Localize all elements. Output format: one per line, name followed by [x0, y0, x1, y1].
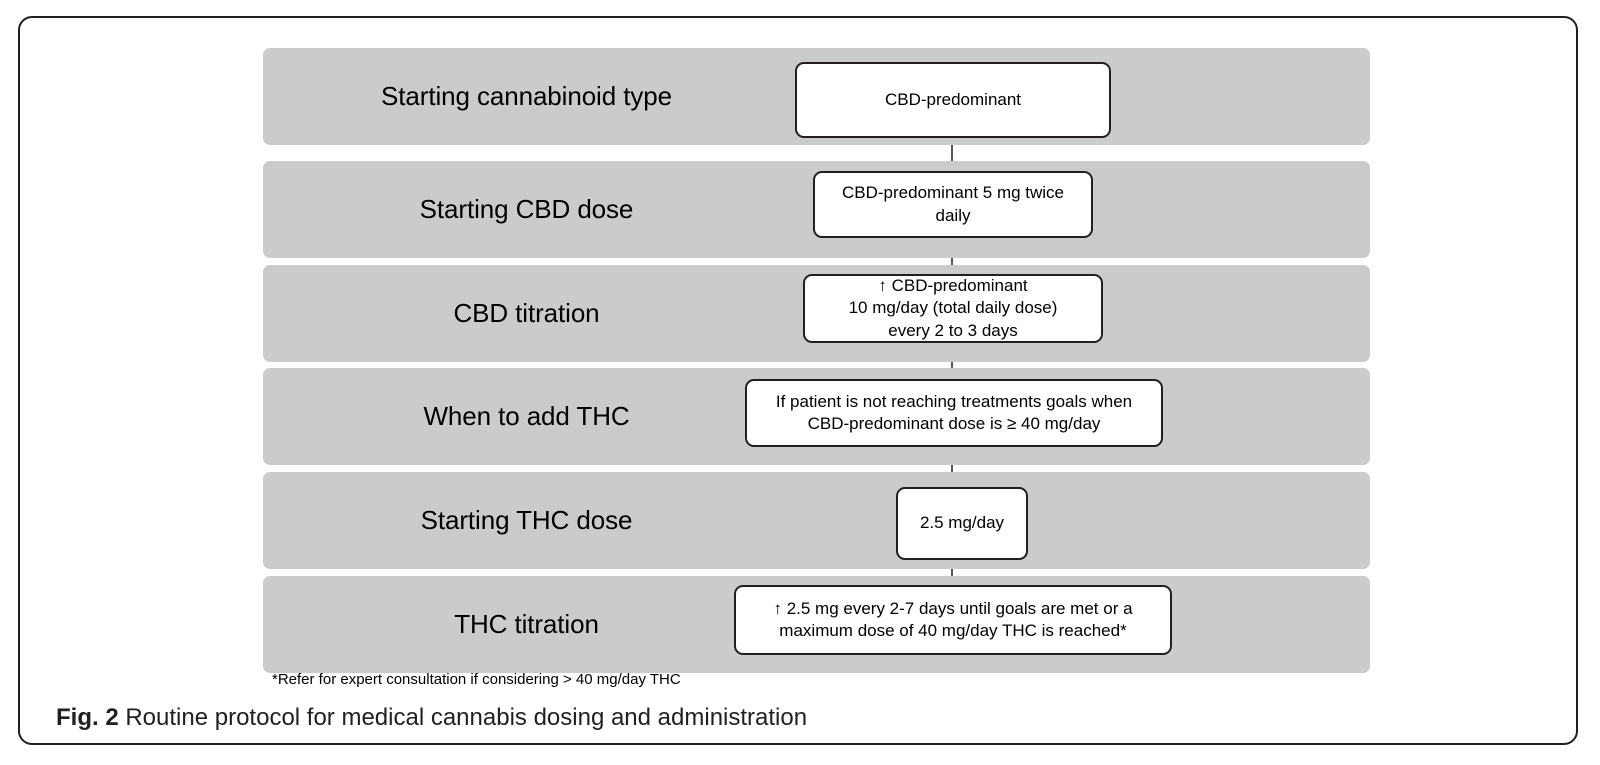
connector-row2-row3	[951, 240, 953, 280]
node-box-starting-thc-dose: 2.5 mg/day	[896, 487, 1028, 560]
figure-frame: Starting cannabinoid type CBD-predominan…	[18, 16, 1578, 745]
connector-row3-row4	[951, 344, 953, 384]
figure-caption-text: Routine protocol for medical cannabis do…	[125, 704, 808, 731]
row-label-thc-titration: THC titration	[454, 608, 599, 639]
node-box-cbd-titration: ↑ CBD-predominant 10 mg/day (total daily…	[803, 274, 1103, 343]
row-label-when-to-add-thc: When to add THC	[423, 400, 630, 431]
row-band-starting-thc-dose: Starting THC dose	[263, 472, 1370, 569]
figure-caption-label: Fig. 2	[56, 704, 126, 731]
connector-row5-row6	[951, 556, 953, 590]
row-label-starting-thc-dose: Starting THC dose	[420, 504, 633, 535]
figure-caption: Fig. 2 Routine protocol for medical cann…	[56, 702, 807, 733]
node-box-thc-titration: ↑ 2.5 mg every 2-7 days until goals are …	[734, 585, 1172, 655]
footnote: *Refer for expert consultation if consid…	[272, 671, 681, 688]
connector-row4-row5	[951, 448, 953, 490]
flowchart: Starting cannabinoid type CBD-predominan…	[20, 18, 1600, 678]
row-label-starting-cannabinoid-type: Starting cannabinoid type	[381, 80, 672, 111]
row-label-cbd-titration: CBD titration	[453, 297, 600, 328]
row-label-starting-cbd-dose: Starting CBD dose	[419, 193, 634, 224]
node-box-starting-cannabinoid-type: CBD-predominant	[795, 62, 1111, 138]
connector-row1-row2	[951, 136, 953, 176]
node-box-starting-cbd-dose: CBD-predominant 5 mg twice daily	[813, 171, 1093, 238]
node-box-when-to-add-thc: If patient is not reaching treatments go…	[745, 379, 1163, 447]
